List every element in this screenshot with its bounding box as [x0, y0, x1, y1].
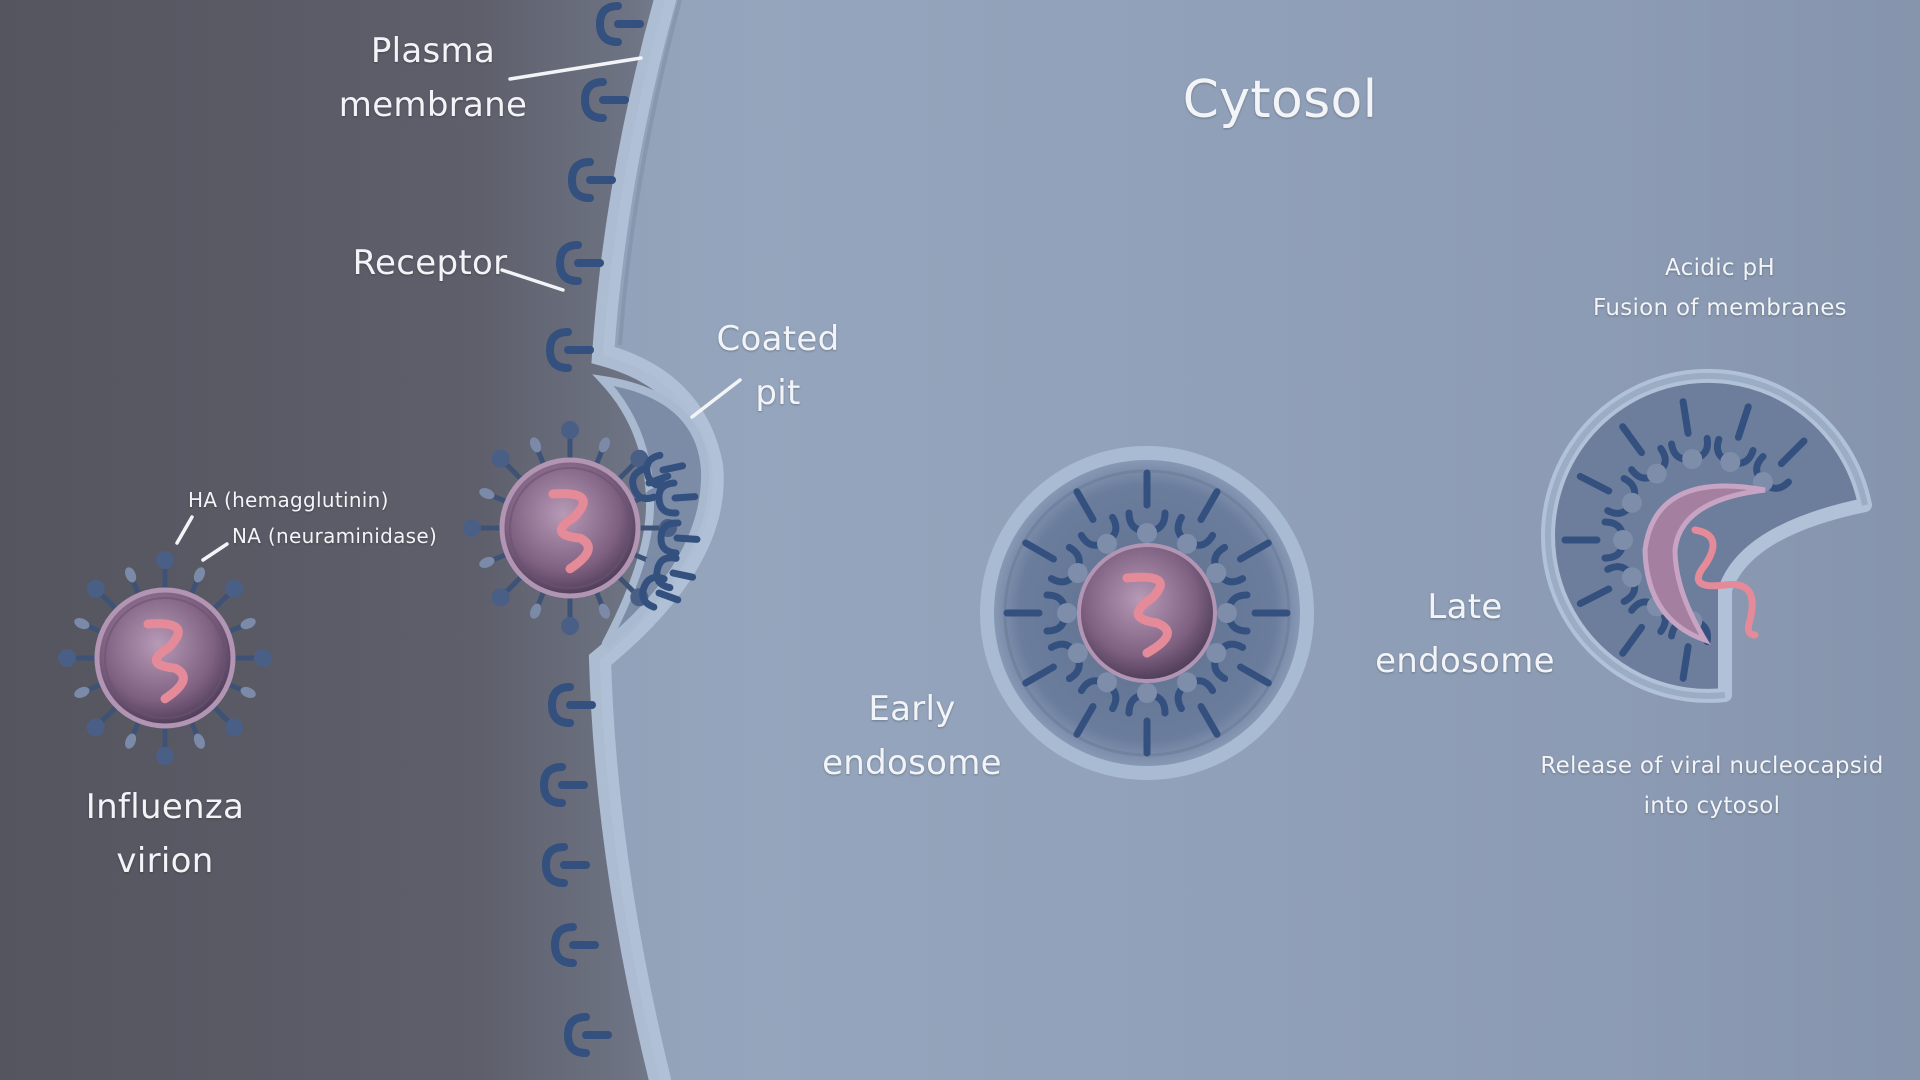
pit-receptor: [655, 479, 699, 517]
early-endosome-label: Early endosome: [822, 689, 1002, 783]
pit-receptor: [643, 451, 687, 489]
cytosol-label: Cytosol: [1182, 70, 1378, 130]
receptor: [595, 2, 644, 46]
acidic-ph-label: Acidic pH Fusion of membranes: [1593, 255, 1847, 321]
late-endosome-label: Late endosome: [1375, 587, 1555, 681]
influenza-virion: [58, 551, 272, 765]
na-leader: [201, 542, 229, 562]
release-label: Release of viral nucleocapsid into cytos…: [1540, 753, 1884, 819]
receptor: [567, 158, 616, 202]
receptor: [541, 843, 590, 887]
coated-pit-leader: [690, 378, 742, 419]
receptor-leader: [500, 268, 565, 292]
released-rna: [1691, 526, 1759, 639]
ha-label: HA (hemagglutinin): [188, 488, 389, 512]
early-endosome-virion-core: [1077, 543, 1217, 683]
coated-pit-label: Coated pit: [716, 319, 840, 413]
leader-lines: [175, 56, 742, 562]
early-endosome: [980, 446, 1314, 780]
late-endosome-fused-membrane: [1642, 483, 1766, 645]
receptor: [547, 683, 596, 727]
receptor: [580, 78, 629, 122]
receptor: [539, 763, 588, 807]
plasma-membrane-leader: [508, 56, 643, 81]
plasma-membrane-label: Plasma membrane: [338, 31, 528, 125]
receptor-group: [539, 2, 644, 1057]
early-endosome-rna: [1122, 572, 1172, 658]
receptor: [563, 1013, 612, 1057]
receptor: [555, 241, 604, 285]
ha-leader: [175, 515, 194, 545]
pit-receptor: [653, 554, 697, 592]
pit-receptor: [657, 519, 701, 557]
late-endosome-outer-rim: [1545, 372, 1868, 699]
receptor: [545, 328, 594, 372]
receptor-label: Receptor: [352, 243, 508, 283]
late-endosome: [1541, 368, 1872, 703]
receptor: [550, 923, 599, 967]
plasma-membrane-inner: [618, 0, 682, 346]
pit-receptor: [639, 573, 682, 611]
na-label: NA (neuraminidase): [232, 524, 438, 548]
plasma-membrane: [588, 0, 724, 1080]
virion-in-coated-pit: [463, 421, 701, 635]
influenza-virion-label: Influenza virion: [85, 787, 245, 881]
